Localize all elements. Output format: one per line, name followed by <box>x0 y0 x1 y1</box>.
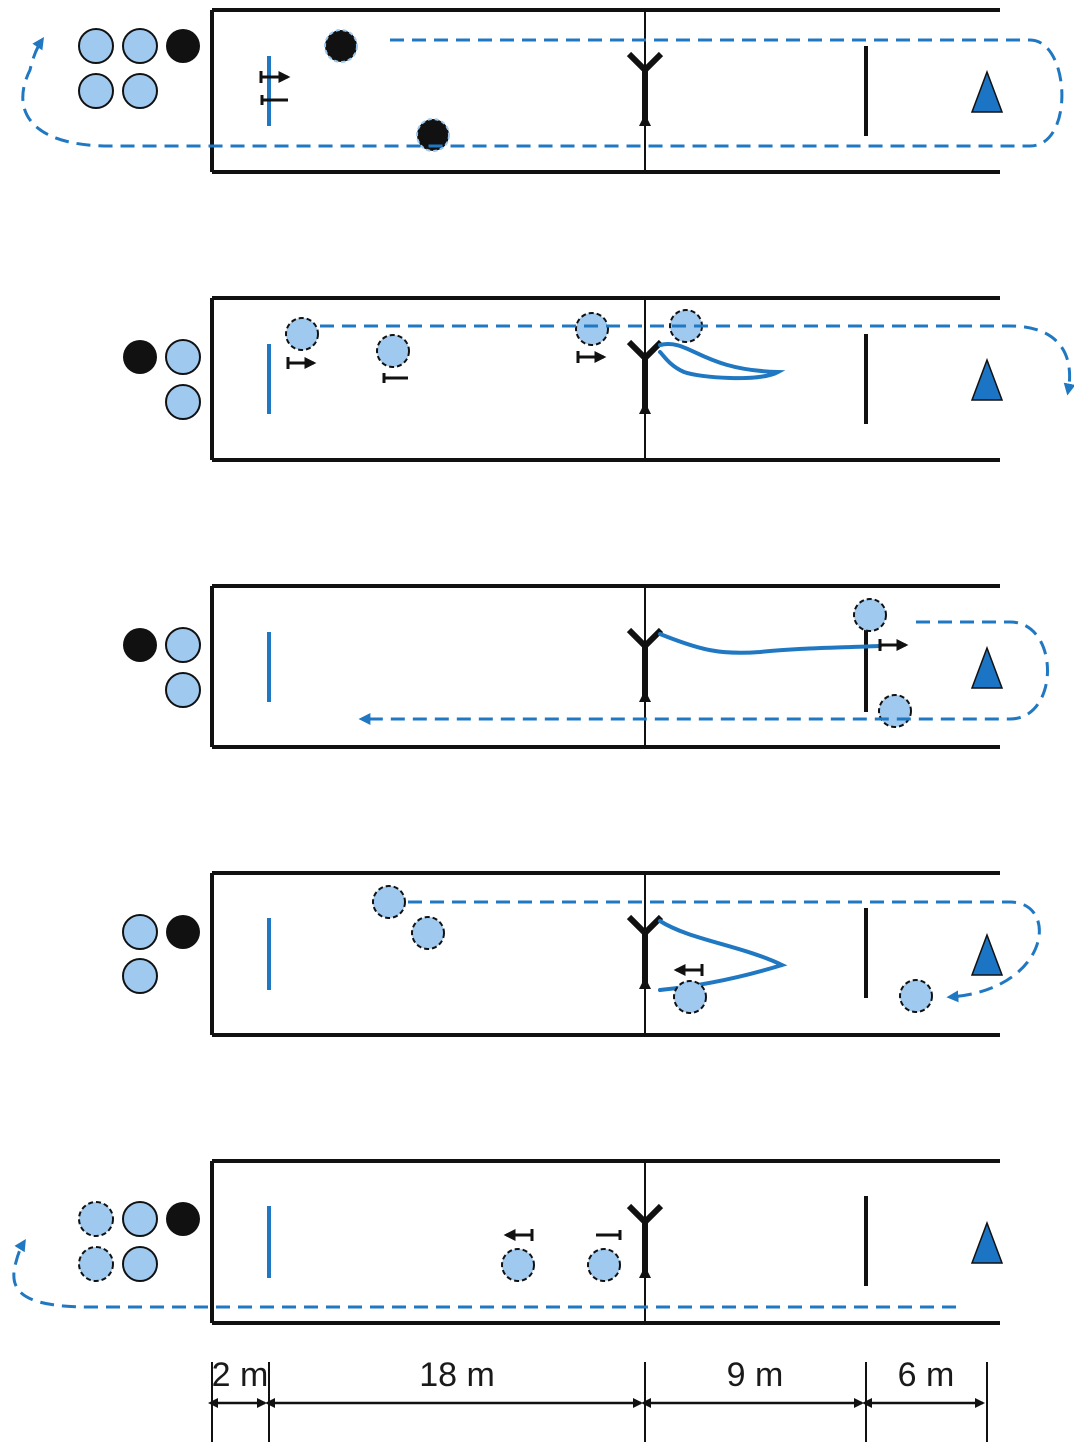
start-signal-icon <box>259 71 291 105</box>
player-icon <box>78 1201 114 1237</box>
waiting-players <box>78 28 200 109</box>
drill-panel-1 <box>21 8 1064 174</box>
defender-icon <box>324 29 358 63</box>
hurdle-icon <box>626 51 664 126</box>
player-icon <box>165 672 201 708</box>
drill-panel-4 <box>122 871 1041 1037</box>
player-icon <box>122 958 158 994</box>
drill-panel-3 <box>123 584 1049 749</box>
player-icon <box>376 334 410 368</box>
player-icon <box>122 28 158 64</box>
player-icon <box>501 1248 535 1282</box>
player-icon <box>372 885 406 919</box>
cone-icon <box>970 645 1004 689</box>
dimension-label-18m: 18 m <box>419 1356 495 1394</box>
waiting-players <box>122 914 200 994</box>
waiting-players <box>78 1201 200 1282</box>
player-icon <box>122 1201 158 1237</box>
ball-path <box>658 919 788 992</box>
player-icon <box>165 627 201 663</box>
run-path <box>358 620 1049 725</box>
player-icon <box>78 1246 114 1282</box>
drill-panel-5 <box>12 1159 1004 1325</box>
player-icon <box>673 980 707 1014</box>
player-icon <box>122 73 158 109</box>
ball-path <box>658 342 786 381</box>
player-icon <box>853 598 887 632</box>
ball-path <box>658 632 882 655</box>
cone-icon <box>970 1220 1004 1264</box>
run-path <box>21 37 1064 148</box>
dimension-label-2m: 2 m <box>212 1356 269 1394</box>
dimension-label-9m: 9 m <box>727 1356 784 1394</box>
cone-icon <box>970 357 1004 401</box>
defender-icon <box>123 628 157 662</box>
cone-icon <box>970 932 1004 976</box>
defender-icon <box>416 118 450 152</box>
player-icon <box>78 28 114 64</box>
hurdle-icon <box>626 914 664 989</box>
run-path <box>320 324 1074 396</box>
dimension-bar: 2 m 18 m 9 m 6 m <box>208 1356 988 1442</box>
run-path <box>408 900 1041 1003</box>
player-icon <box>575 312 609 346</box>
player-icon <box>411 916 445 950</box>
start-signal-icon <box>286 351 607 383</box>
start-signal-icon <box>503 1229 622 1241</box>
field-outline <box>210 871 1000 1037</box>
defender-icon <box>166 1202 200 1236</box>
defender-icon <box>166 915 200 949</box>
hurdle-icon <box>626 627 664 702</box>
player-icon <box>165 384 201 420</box>
cone-icon <box>970 69 1004 113</box>
player-icon <box>122 1246 158 1282</box>
waiting-players <box>123 627 201 708</box>
waiting-players <box>123 339 201 420</box>
player-icon <box>587 1248 621 1282</box>
drill-panel-2 <box>123 296 1074 462</box>
player-icon <box>285 317 319 351</box>
hurdle-icon <box>626 339 664 414</box>
field-outline <box>210 584 1000 749</box>
start-signal-icon <box>878 639 909 651</box>
start-signal-icon <box>673 964 704 976</box>
field-outline <box>210 1159 1000 1325</box>
defender-icon <box>166 29 200 63</box>
player-icon <box>165 339 201 375</box>
field-outline <box>210 296 1000 462</box>
player-icon <box>899 979 933 1013</box>
defender-icon <box>123 340 157 374</box>
player-icon <box>878 694 912 728</box>
hurdle-icon <box>626 1203 664 1278</box>
player-icon <box>78 73 114 109</box>
run-path <box>12 1238 956 1309</box>
player-icon <box>122 914 158 950</box>
dimension-label-6m: 6 m <box>898 1356 955 1394</box>
